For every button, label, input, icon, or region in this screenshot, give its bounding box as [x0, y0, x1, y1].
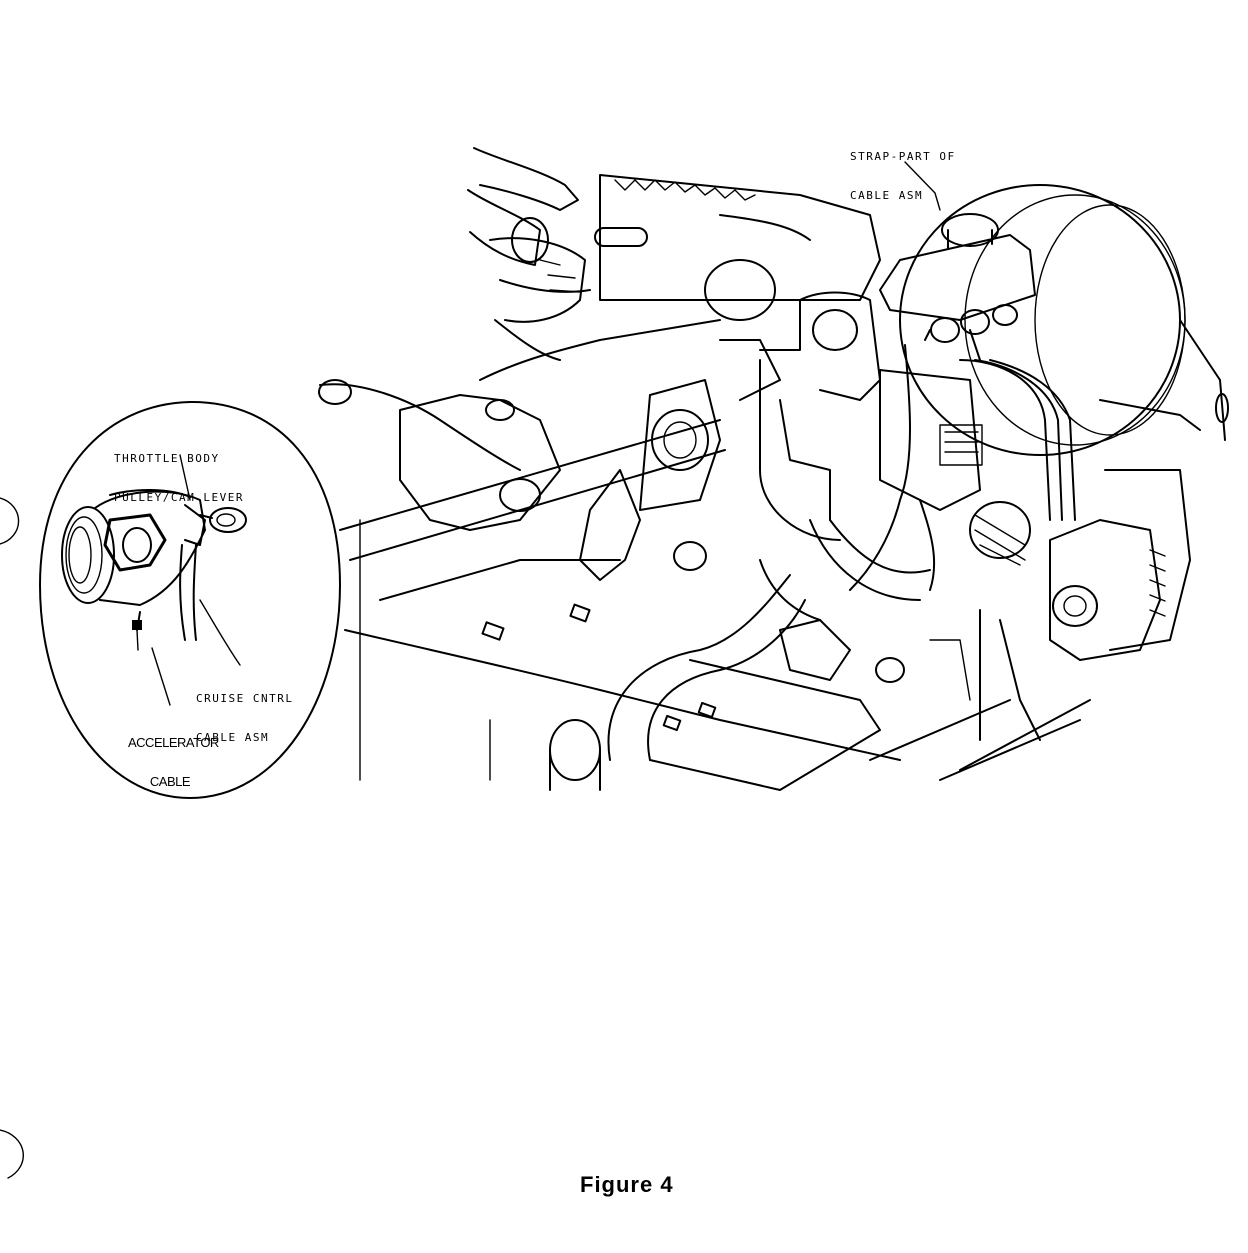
cruise-control-label-line-2: CABLE ASM — [196, 731, 270, 744]
cruise-control-label-line-1: CRUISE CNTRL — [196, 692, 294, 705]
detail-inset — [39, 400, 341, 799]
strap-label-line-2: CABLE ASM — [850, 189, 924, 202]
strap-label: STRAP-PART OF CABLE ASM — [850, 124, 956, 215]
throttle-pulley-drawing — [61, 454, 247, 706]
figure-caption: Figure 4 — [580, 1172, 674, 1197]
strap-label-line-1: STRAP-PART OF — [850, 150, 956, 163]
accelerator-cable-label-line-2: CABLE — [149, 774, 191, 789]
throttle-body-label-line-2: PULLEY/CAM LEVER — [114, 491, 244, 504]
accelerator-cable-label: ACCELERATOR CABLE — [128, 710, 219, 801]
throttle-body-label: THROTTLE BODY PULLEY/CAM LEVER — [114, 426, 244, 517]
engine-drawing — [318, 147, 1229, 791]
throttle-body-label-line-1: THROTTLE BODY — [114, 452, 220, 465]
hole-punch-marks — [0, 497, 24, 1179]
cruise-control-label: CRUISE CNTRL CABLE ASM — [196, 666, 293, 757]
accelerator-cable-label-line-1: ACCELERATOR — [128, 735, 219, 750]
